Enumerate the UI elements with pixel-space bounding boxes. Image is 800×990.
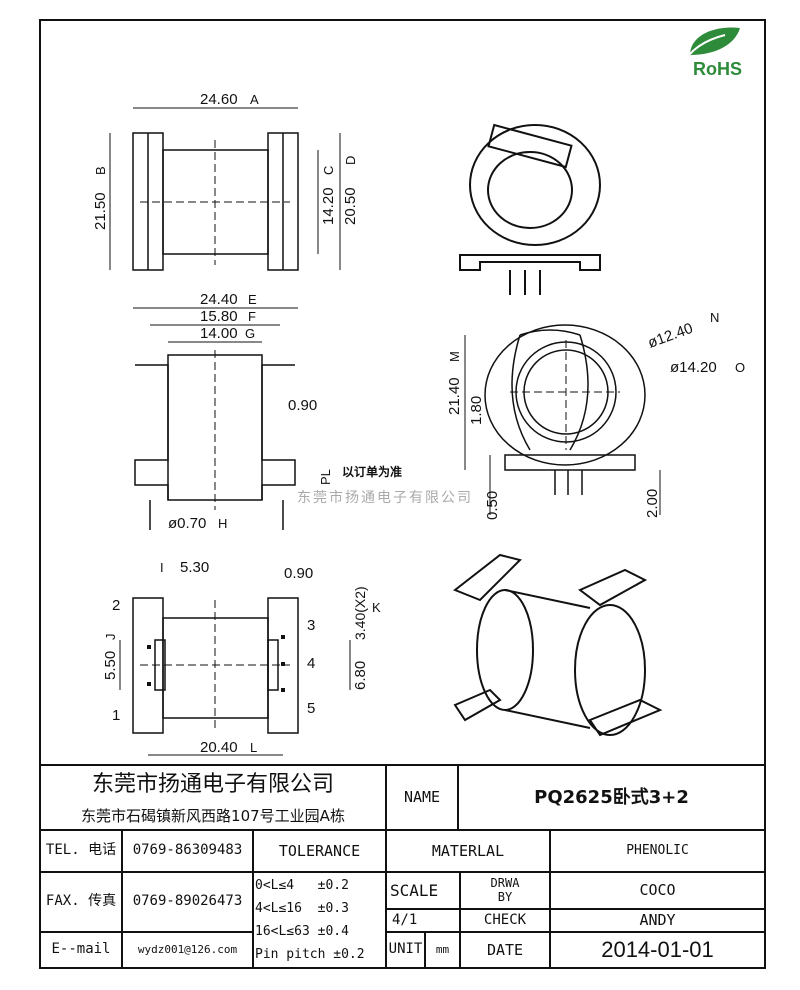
unit-label: UNIT (388, 941, 423, 958)
ref-a: A (250, 92, 259, 107)
drawn-by-value: COCO (639, 881, 676, 900)
ref-m: M (447, 351, 462, 362)
fax-value: 0769-89026473 (132, 893, 243, 910)
check-label: CHECK (483, 911, 527, 928)
fax-label: FAX. 传真 (45, 893, 117, 910)
rohs-text: RoHS (693, 59, 742, 79)
date-value: 2014-01-01 (601, 936, 714, 962)
ref-f: F (248, 309, 256, 324)
tolerance-row: 4<L≤16 ±0.3 (255, 901, 349, 916)
side-view (133, 307, 298, 530)
top-view (109, 107, 341, 271)
tolerance-row: Pin pitch ±0.2 (255, 947, 365, 962)
tolerance-row: 0<L≤4 ±0.2 (255, 878, 349, 893)
ref-h: H (218, 516, 227, 531)
ref-g: G (245, 326, 255, 341)
dim-standoff: 0.50 (484, 491, 501, 520)
front-view (464, 324, 661, 515)
ref-c: C (321, 166, 336, 175)
dim-m: 21.40 (446, 377, 463, 415)
pin-label-1: 1 (112, 707, 120, 724)
unit-value: mm (435, 942, 450, 956)
dim-bottom-wall: 0.90 (284, 565, 313, 582)
pin-label-5: 5 (307, 700, 315, 717)
pin-markers (147, 635, 285, 692)
dim-f: 15.80 (200, 308, 238, 325)
rohs-logo: RoHS (681, 27, 742, 79)
tel-value: 0769-86309483 (132, 842, 243, 859)
name-label: NAME (403, 788, 441, 807)
tolerance-row: 16<L≤63 ±0.4 (255, 924, 349, 939)
email-value: wydz001@126.com (137, 942, 238, 956)
bobbin-3d-view-bottom (453, 553, 663, 737)
material-value: PHENOLIC (626, 842, 689, 858)
drawn-by-label: DRWA BY (490, 876, 520, 904)
dim-k: 3.40(X2) (352, 586, 368, 640)
dim-j: 5.50 (102, 651, 119, 680)
dim-o: ø14.20 (670, 359, 717, 376)
ref-d: D (343, 156, 358, 165)
pin-label-3: 3 (307, 617, 315, 634)
scale-label: SCALE (390, 880, 439, 900)
ref-o: O (735, 360, 745, 375)
sheet-border (39, 19, 766, 969)
dim-pin-length: 2.00 (644, 489, 661, 518)
ref-l: L (250, 740, 257, 755)
watermark: 东莞市扬通电子有限公司 (297, 489, 473, 505)
tolerance-label: TOLERANCE (278, 841, 361, 860)
ref-j: J (103, 634, 118, 641)
dim-h: ø0.70 (168, 515, 206, 532)
bobbin-3d-view-top (459, 123, 601, 295)
ref-n: N (710, 310, 719, 325)
dim-pl: PL (318, 469, 333, 485)
dim-c: 14.20 (320, 187, 337, 225)
tel-label: TEL. 电话 (45, 842, 117, 859)
dim-d: 20.50 (342, 187, 359, 225)
company-address: 东莞市石碣镇新风西路107号工业园A栋 (81, 806, 345, 825)
email-label: E--mail (51, 941, 111, 958)
bottom-view (119, 597, 351, 756)
title-block-grid (40, 764, 765, 968)
dim-i: 5.30 (180, 559, 209, 576)
check-value: ANDY (639, 911, 676, 930)
dim-right-span: 6.80 (352, 661, 369, 690)
dim-base: 1.80 (468, 396, 485, 425)
dim-e: 24.40 (200, 291, 238, 308)
dim-g: 14.00 (200, 325, 238, 342)
pin-label-4: 4 (307, 655, 315, 672)
dim-a: 24.60 (200, 91, 238, 108)
part-name: PQ2625卧式3+2 (534, 786, 689, 808)
pin-label-2: 2 (112, 597, 120, 614)
date-label: DATE (486, 940, 524, 959)
ref-b: B (93, 166, 108, 175)
dim-l: 20.40 (200, 739, 238, 756)
dim-b: 21.50 (92, 192, 109, 230)
scale-value: 4/1 (392, 911, 418, 928)
ref-i: I (160, 560, 164, 575)
company-name: 东莞市扬通电子有限公司 (91, 771, 334, 797)
pl-note: 以订单为准 (342, 464, 402, 479)
material-label: MATERLAL (431, 841, 505, 860)
dim-wall: 0.90 (288, 397, 317, 414)
dim-n: ø12.40 (646, 320, 696, 352)
ref-k: K (372, 600, 381, 615)
ref-e: E (248, 292, 257, 307)
